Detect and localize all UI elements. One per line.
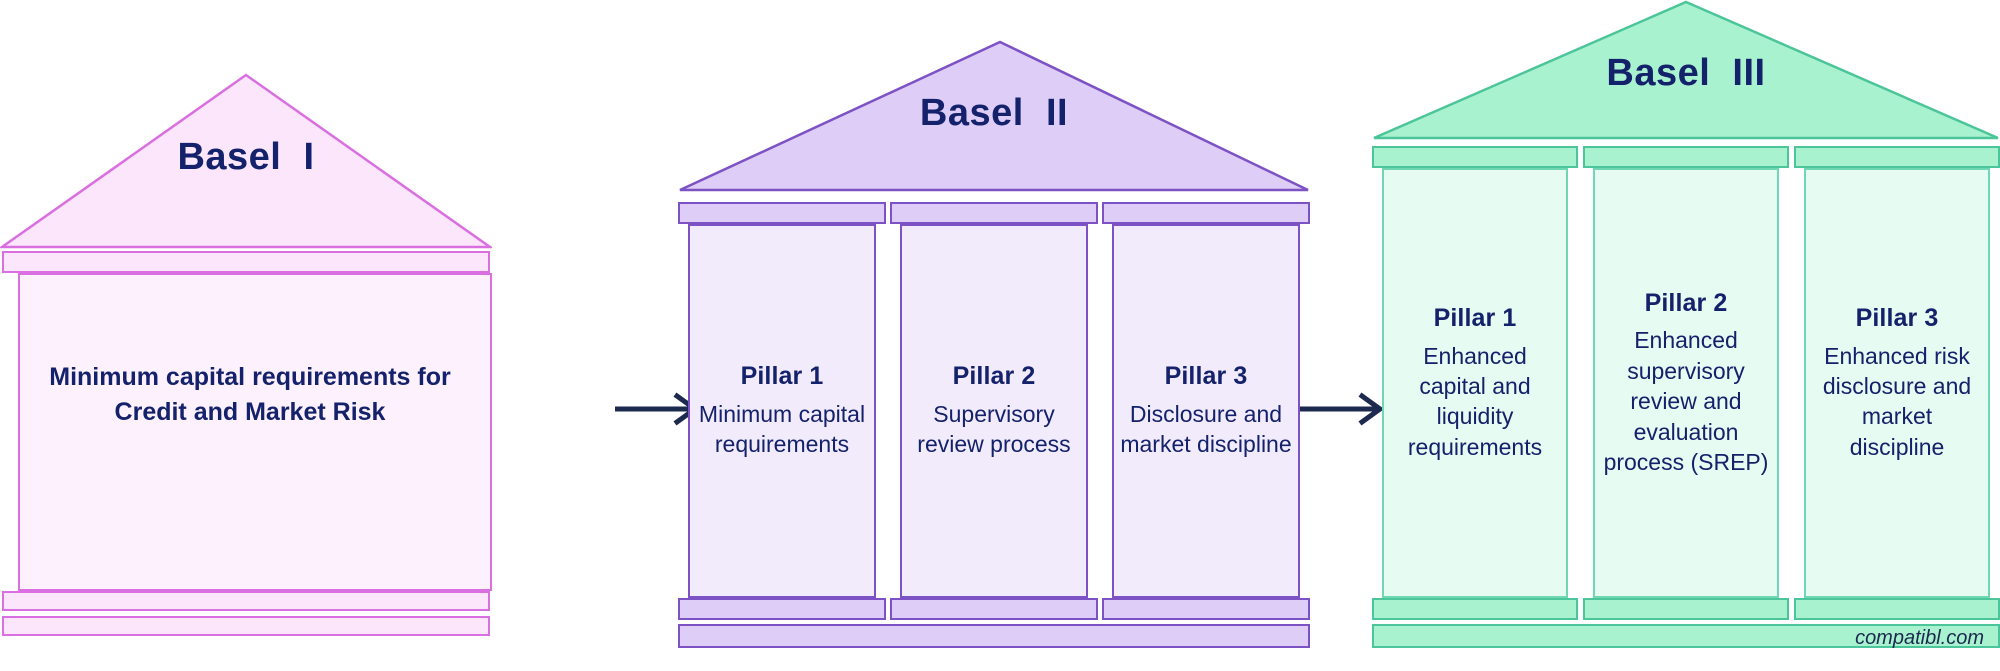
basel-ii-pillar-2-capital [890,202,1098,224]
basel-i-body [18,273,492,591]
basel-ii-pillar-1-capital [678,202,886,224]
basel-ii-pillar-3-capital [1102,202,1310,224]
basel-ii-pillar-2: Pillar 2 Supervisory review process [900,224,1088,598]
basel-iii-stylobate [1372,624,2000,648]
pillar-description: Supervisory review process [917,401,1071,458]
pillar-title: Pillar 2 [952,362,1036,391]
basel-ii-temple: Basel II Pillar 1 Minimum capital requir… [678,0,1310,671]
basel-iii-pediment [1372,0,2000,140]
pillar-title: Pillar 1 [740,362,824,391]
basel-iii-pillar-2: Pillar 2 Enhanced supervisory review and… [1593,168,1779,598]
pillar-description: Enhanced capital and liquidity requireme… [1407,342,1543,460]
pillar-title: Pillar 3 [1855,303,1939,332]
basel-iii-pillar-1-capital [1372,146,1578,168]
basel-i-title: Basel I [177,136,315,178]
basel-i-stylobate-lower [2,616,490,636]
pillar-title: Pillar 3 [1164,362,1248,391]
basel-iii-temple: Basel III Pillar 1 Enhanced capital and … [1372,0,2000,671]
basel-ii-pillar-1-base [678,598,886,620]
basel-ii-stylobate [678,624,1310,648]
basel-ii-pillar-3-base [1102,598,1310,620]
basel-iii-pillar-2-capital [1583,146,1789,168]
basel-i-architrave [2,251,490,273]
basel-ii-pillar-1: Pillar 1 Minimum capital requirements [688,224,876,598]
basel-iii-pillar-3-capital [1794,146,2000,168]
basel-iii-pillar-2-base [1583,598,1789,620]
pillar-description: Enhanced supervisory review and evaluati… [1603,327,1769,475]
basel-iii-pillar-3-base [1794,598,2000,620]
basel-iii-pillar-3: Pillar 3 Enhanced risk disclosure and ma… [1804,168,1990,598]
basel-i-body-text: Minimum capital requirements for Credit … [49,363,451,426]
basel-iii-pillar-1-base [1372,598,1578,620]
basel-i-temple: Basel I Minimum capital requirements for… [0,0,492,671]
watermark: compatibl.com [1855,627,1984,649]
arrow-basel2-to-basel3 [1300,392,1392,426]
pillar-title: Pillar 1 [1433,303,1517,332]
basel-ii-pillar-3: Pillar 3 Disclosure and market disciplin… [1112,224,1300,598]
basel-iii-title: Basel III [1606,52,1766,94]
basel-i-stylobate-upper [2,591,490,611]
basel-ii-pediment [678,40,1310,192]
basel-i-pediment [0,73,492,249]
basel-ii-pillar-2-base [890,598,1098,620]
pillar-description: Enhanced risk disclosure and market disc… [1822,342,1972,460]
pillar-title: Pillar 2 [1644,288,1728,317]
pillar-description: Minimum capital requirements [698,401,866,458]
pillar-description: Disclosure and market discipline [1120,401,1292,458]
basel-iii-pillar-1: Pillar 1 Enhanced capital and liquidity … [1382,168,1568,598]
basel-ii-title: Basel II [919,92,1069,134]
